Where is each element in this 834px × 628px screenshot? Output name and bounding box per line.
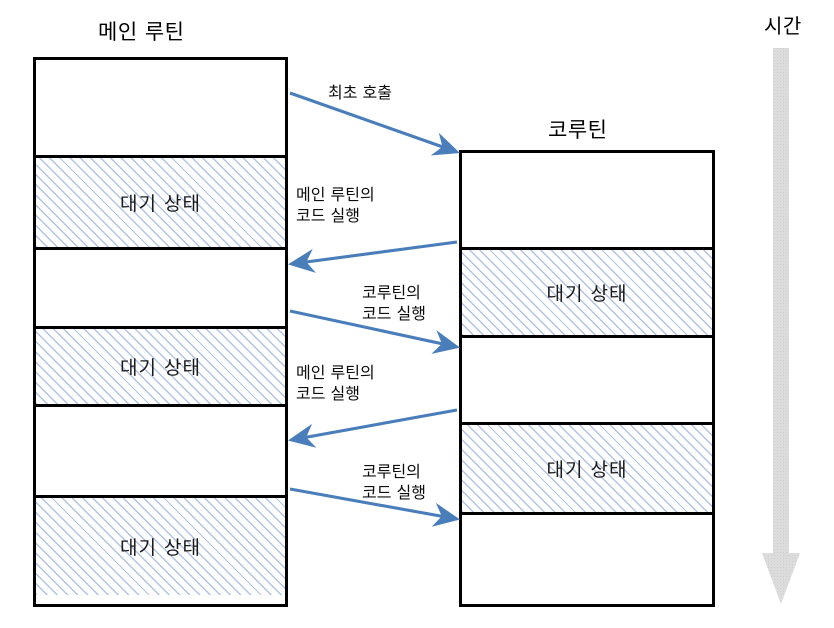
coroutine-segment-2-label: 대기 상태 bbox=[546, 283, 628, 305]
main-segment-1 bbox=[36, 60, 285, 155]
coroutine-title: 코루틴 bbox=[548, 118, 608, 142]
coroutine-segment-4-waiting: 대기 상태 bbox=[462, 422, 712, 512]
main-segment-4-label: 대기 상태 bbox=[120, 357, 201, 379]
coroutine-column: 대기 상태 대기 상태 bbox=[459, 150, 715, 607]
coroutine-segment-2-waiting: 대기 상태 bbox=[462, 247, 712, 335]
time-axis-title: 시간 bbox=[764, 14, 802, 38]
transition-label-first-call: 최초 호출 bbox=[328, 83, 392, 102]
main-routine-title: 메인 루틴 bbox=[98, 20, 185, 44]
main-segment-3 bbox=[36, 247, 285, 326]
transition-label-coroutine-code-1: 코루틴의 코드 실행 bbox=[362, 283, 426, 324]
transition-label-main-code-1: 메인 루틴의 코드 실행 bbox=[296, 185, 375, 226]
main-segment-2-label: 대기 상태 bbox=[120, 193, 201, 215]
coroutine-segment-5 bbox=[462, 512, 712, 604]
coroutine-segment-1 bbox=[462, 153, 712, 247]
coroutine-segment-3 bbox=[462, 335, 712, 422]
transition-label-coroutine-code-2: 코루틴의 코드 실행 bbox=[362, 462, 426, 503]
main-routine-column: 대기 상태 대기 상태 대기 상태 bbox=[33, 57, 288, 607]
main-segment-5 bbox=[36, 404, 285, 495]
main-segment-4-waiting: 대기 상태 bbox=[36, 326, 285, 404]
arrow-main-code-1 bbox=[287, 240, 458, 273]
main-segment-2-waiting: 대기 상태 bbox=[36, 155, 285, 247]
main-segment-6-waiting: 대기 상태 bbox=[36, 495, 285, 595]
arrow-main-code-2 bbox=[287, 408, 458, 448]
main-segment-6-label: 대기 상태 bbox=[120, 537, 201, 559]
coroutine-segment-4-label: 대기 상태 bbox=[546, 459, 628, 481]
time-direction-arrow-icon bbox=[762, 48, 800, 604]
transition-label-main-code-2: 메인 루틴의 코드 실행 bbox=[296, 363, 375, 404]
